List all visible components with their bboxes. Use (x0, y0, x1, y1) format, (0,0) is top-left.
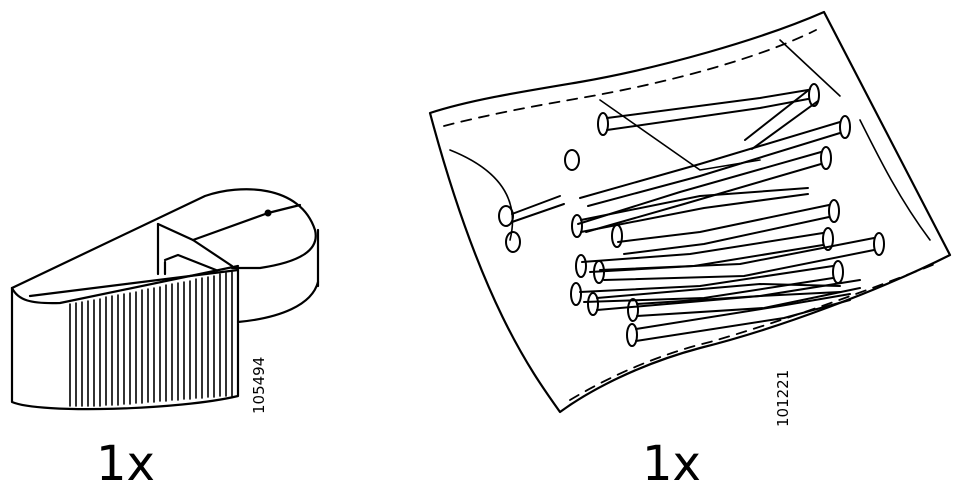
part-number-label: 105494 (250, 356, 268, 414)
quantity-label: 1x (96, 436, 155, 492)
bag-of-nails-icon (428, 10, 952, 414)
part-number-label: 101221 (774, 369, 792, 427)
plastic-container-icon (10, 188, 320, 411)
quantity-label: 1x (642, 436, 701, 492)
